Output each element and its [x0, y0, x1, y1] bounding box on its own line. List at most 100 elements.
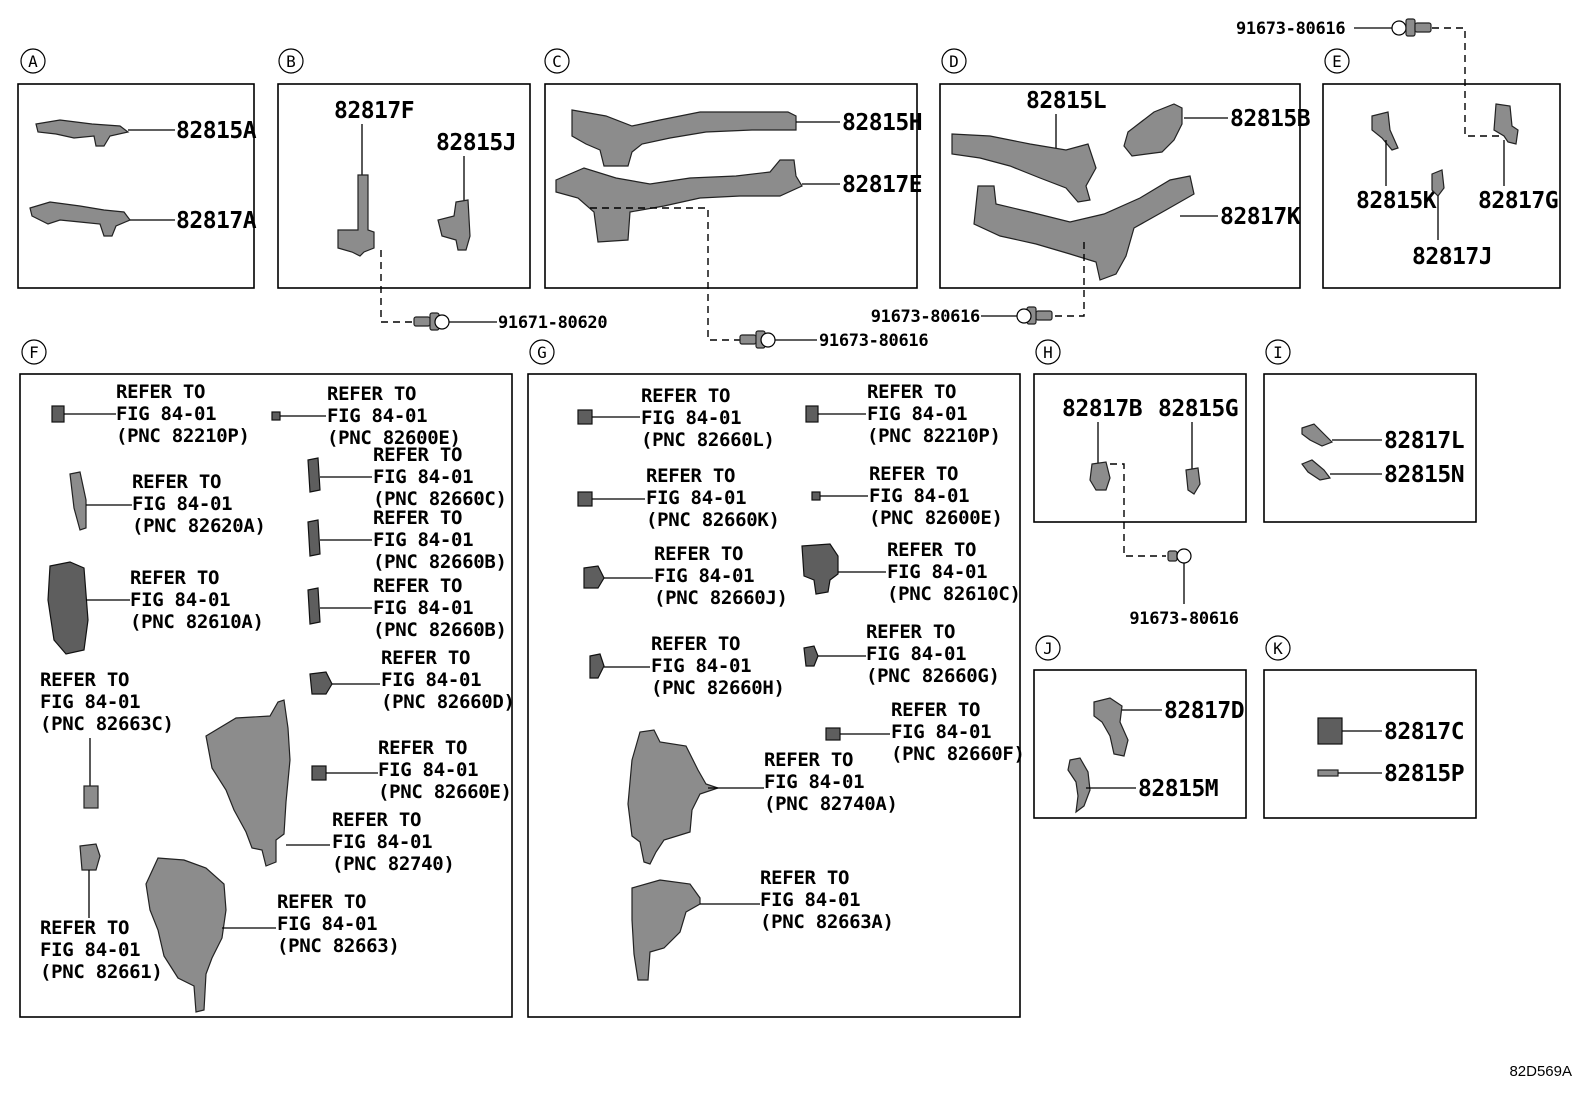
f-part-82660B-1: [307, 519, 321, 557]
section-label-e: E: [1332, 52, 1342, 71]
part-label-82817E: 82817E: [842, 172, 922, 198]
f-part-82600E: [271, 411, 281, 421]
g-part-82660G: [803, 645, 819, 667]
box-a: [17, 83, 255, 289]
part-label-82815M: 82815M: [1138, 776, 1218, 802]
bolt-number-h: 91673-80616: [1129, 609, 1238, 629]
part-82817G-shape: [1493, 103, 1519, 145]
part-82817B-shape: [1089, 461, 1111, 491]
part-82815G-shape: [1185, 467, 1201, 495]
g-part-82660F: [825, 727, 841, 741]
part-label-82815A: 82815A: [176, 118, 257, 144]
box-c: [544, 83, 918, 289]
part-label-82815N: 82815N: [1384, 462, 1464, 488]
part-82815K-shape: [1371, 111, 1399, 151]
box-d: [939, 83, 1301, 289]
part-label-82817K: 82817K: [1220, 204, 1301, 230]
g-part-82600E: [811, 491, 821, 501]
part-82817E-shape: [555, 159, 803, 243]
g-part-82660J: [583, 565, 605, 589]
g-part-82610C: [801, 543, 839, 595]
part-82817L-shape: [1301, 423, 1334, 447]
box-g: [527, 373, 1021, 1018]
f-part-82663: [145, 857, 227, 1013]
bolt-b-dash: [380, 250, 414, 323]
bolt-c-dash: [590, 207, 740, 341]
box-h: [1033, 373, 1247, 523]
part-82817A-shape: [29, 201, 131, 237]
bolt-number-top: 91673-80616: [1236, 19, 1345, 39]
part-82815P-shape: [1317, 769, 1339, 777]
part-label-82815J: 82815J: [436, 130, 516, 156]
part-label-82817F: 82817F: [334, 98, 414, 124]
section-j-parts: 82817D 82815M: [1067, 697, 1245, 814]
part-82817C-shape: [1317, 717, 1343, 745]
f-part-82210P: [51, 405, 65, 423]
part-82817D-shape: [1093, 697, 1129, 757]
bolt-h-icon: [1167, 548, 1192, 564]
part-82815L-shape: [951, 133, 1097, 203]
part-label-82817G: 82817G: [1478, 188, 1558, 214]
section-a-parts: 82815A 82817A: [29, 118, 257, 237]
section-label-f: F: [29, 343, 39, 362]
bolt-number-b: 91671-80620: [498, 313, 607, 333]
f-part-82660E: [311, 765, 327, 781]
part-82817F-shape: [337, 174, 375, 257]
part-82815M-shape: [1067, 757, 1091, 814]
section-e-parts: 91673-80616 82815K 82817G 82817J: [1236, 18, 1559, 270]
g-part-82660K: [577, 491, 593, 507]
bolt-d-icon: [1016, 306, 1053, 325]
part-label-82815G: 82815G: [1158, 396, 1238, 422]
section-b-parts: 82817F 82815J 91671-80620: [334, 98, 608, 333]
bolt-top-dash: [1432, 27, 1500, 137]
section-label-d: D: [949, 52, 959, 71]
g-part-82210P: [805, 405, 819, 423]
g-part-82660L: [577, 409, 593, 425]
section-label-c: C: [552, 52, 562, 71]
section-markers: A B C D E F G H I J K: [20, 48, 1350, 661]
section-boxes: [17, 83, 1561, 1018]
part-label-82817A: 82817A: [176, 208, 257, 234]
f-part-82660D: [309, 671, 333, 695]
f-part-82660C: [307, 457, 321, 493]
section-c-parts: 82815H 82817E 91673-80616: [555, 109, 929, 351]
part-82817K-shape: [973, 175, 1195, 281]
part-label-82817L: 82817L: [1384, 428, 1464, 454]
part-label-82817J: 82817J: [1412, 244, 1492, 270]
box-i: [1263, 373, 1477, 523]
g-part-82660H: [589, 653, 605, 679]
section-label-k: K: [1273, 639, 1283, 658]
section-label-b: B: [286, 52, 296, 71]
part-82815B-shape: [1123, 103, 1183, 157]
section-label-h: H: [1043, 343, 1053, 362]
part-label-82815B: 82815B: [1230, 106, 1311, 132]
part-label-82815P: 82815P: [1384, 761, 1464, 787]
section-d-parts: 82815L 82815B 82817K 91673-80616: [871, 88, 1312, 327]
part-label-82817C: 82817C: [1384, 719, 1464, 745]
f-part-82661: [79, 843, 101, 871]
g-part-82740A: [627, 729, 720, 865]
part-label-82817B: 82817B: [1062, 396, 1143, 422]
part-label-82815K: 82815K: [1356, 188, 1437, 214]
box-j: [1033, 669, 1247, 819]
bolt-h-dash: [1110, 463, 1166, 557]
f-part-82610A: [47, 561, 89, 655]
part-label-82815L: 82815L: [1026, 88, 1106, 114]
